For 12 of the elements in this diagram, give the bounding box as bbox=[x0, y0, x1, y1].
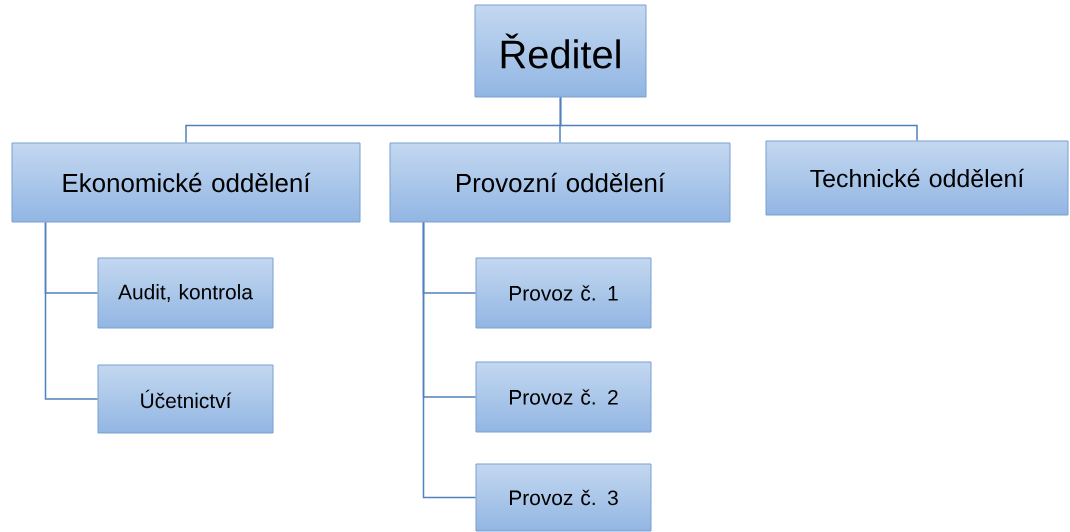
unit-box: Audit, kontrola bbox=[97, 257, 274, 329]
unit-box: Účetnictví bbox=[97, 364, 274, 434]
connector-line bbox=[559, 96, 918, 142]
unit-box: Provoz č. 2 bbox=[475, 361, 652, 433]
unit-box: Provoz č. 1 bbox=[475, 257, 652, 329]
unit-box: Provoz č. 3 bbox=[475, 463, 652, 532]
department-box: Technické oddělení bbox=[765, 140, 1069, 216]
connector-line bbox=[422, 221, 477, 499]
connector-line bbox=[44, 221, 99, 400]
department-box: Provozní oddělení bbox=[389, 142, 731, 223]
department-box: Ekonomické oddělení bbox=[11, 142, 361, 223]
director-box: Ředitel bbox=[474, 4, 647, 98]
